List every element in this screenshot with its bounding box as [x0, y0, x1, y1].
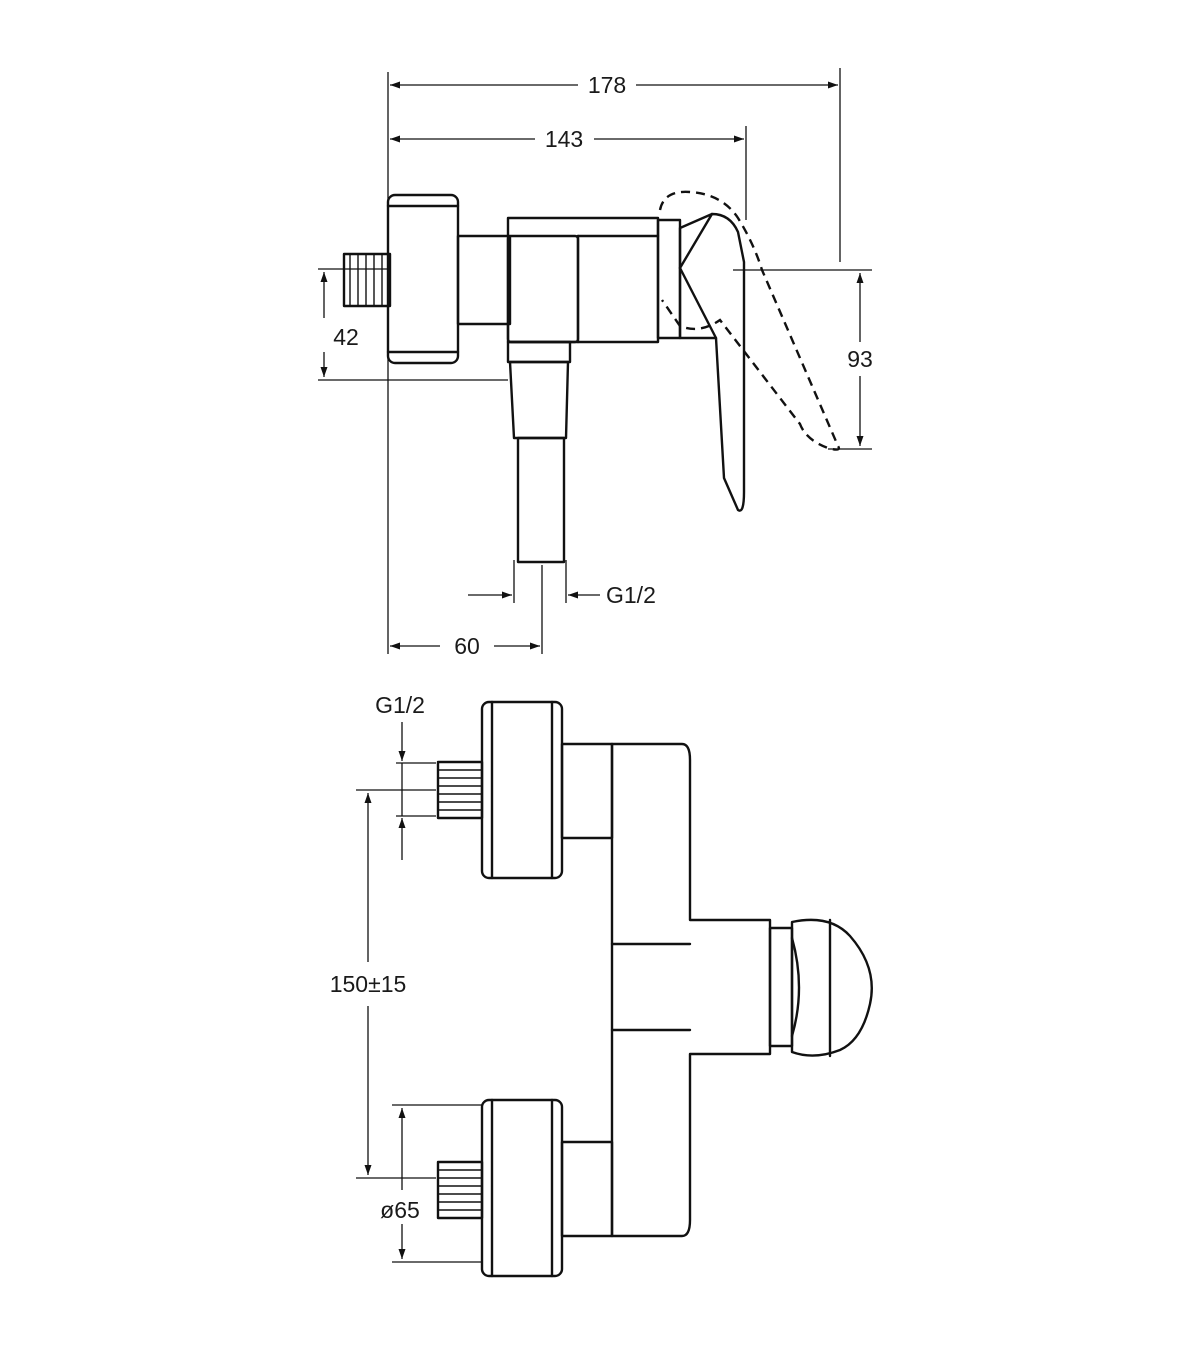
inlet-nipple [342, 252, 392, 308]
dimension-rosette-diameter: ø65 [380, 1108, 420, 1259]
dimension-93: 93 [847, 273, 873, 446]
top-view: G1/2 150±15 ø65 [330, 692, 873, 1278]
outlet-stem [506, 340, 572, 564]
dimension-label-rosette-diameter: ø65 [380, 1197, 420, 1223]
wall-rosette [386, 193, 460, 365]
lower-rosette [480, 1098, 564, 1278]
dimension-143: 143 [390, 126, 744, 152]
dimension-label-60: 60 [454, 633, 480, 659]
dimension-label-178: 178 [588, 72, 626, 98]
dimension-inlet-spacing: 150±15 [330, 793, 407, 1175]
connector-arm [456, 234, 512, 326]
lower-connector-arm [560, 1140, 614, 1238]
lever-alt-position [658, 190, 841, 451]
upper-inlet-nipple [436, 760, 484, 820]
dimension-60: 60 [390, 633, 540, 659]
dimension-inlet-thread: G1/2 [375, 692, 425, 860]
dimension-label-93: 93 [847, 346, 873, 372]
dimension-outlet-thread: G1/2 [468, 582, 656, 608]
lower-inlet-nipple [436, 1160, 484, 1220]
dimension-42: 42 [320, 272, 359, 377]
dimension-label-143: 143 [545, 126, 583, 152]
mixer-body-top [610, 742, 772, 1238]
upper-connector-arm [560, 742, 614, 840]
side-view: 178 143 42 93 G1/2 6 [318, 68, 873, 659]
dimension-label-outlet-thread: G1/2 [606, 582, 656, 608]
dimension-label-inlet-thread: G1/2 [375, 692, 425, 718]
dimension-178: 178 [390, 72, 838, 98]
mixer-body [506, 216, 660, 344]
dimension-label-inlet-spacing: 150±15 [330, 971, 407, 997]
dimension-label-42: 42 [333, 324, 359, 350]
upper-rosette [480, 700, 564, 880]
lever-knob [768, 918, 873, 1058]
lever-handle [656, 212, 746, 512]
